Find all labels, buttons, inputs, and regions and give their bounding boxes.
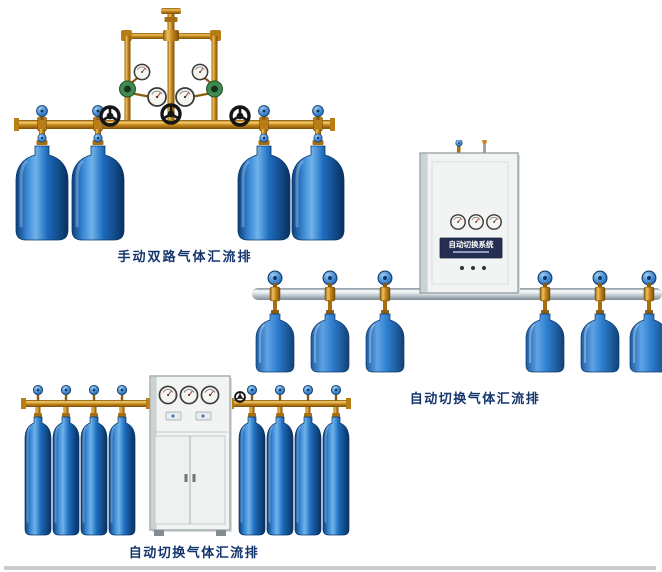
pressure-gauge: [147, 87, 167, 107]
cylinder-station: [579, 270, 621, 374]
cylinder-station: [24, 384, 52, 536]
cylinder-station: [294, 384, 322, 536]
pressure-gauge: [133, 63, 151, 81]
auto-switch-wall-illustration: 自动切换系统: [252, 140, 662, 374]
pressure-gauge: [158, 385, 178, 405]
pipe-valve-knob: [32, 384, 44, 396]
gas-cylinder: [628, 312, 662, 374]
gas-cylinder: [294, 416, 322, 536]
pipe-valve-knob: [258, 105, 270, 117]
gas-cylinder: [52, 416, 80, 536]
cylinder-station: [309, 270, 351, 374]
pipe-valve-knob: [312, 105, 324, 117]
cylinder-station: [266, 384, 294, 536]
cylinder-station: [524, 270, 566, 374]
pressure-gauge: [468, 214, 484, 230]
cylinder-station: [108, 384, 136, 536]
pipe-valve-knob: [60, 384, 72, 396]
pressure-gauge: [200, 385, 220, 405]
gas-cylinder: [322, 416, 350, 536]
gas-cylinder: [238, 416, 266, 536]
header-piping: [121, 8, 221, 120]
cylinder-station: [254, 270, 296, 374]
pipe-valve-knob: [377, 270, 393, 286]
cylinder-station: [14, 105, 70, 242]
pipe-valve-knob: [322, 270, 338, 286]
top-valve-knob: [455, 140, 463, 147]
pipe-valve-knob: [116, 384, 128, 396]
pipe-valve-knob: [88, 384, 100, 396]
cabinet-label: 自动切换系统: [449, 239, 494, 249]
pressure-gauge: [486, 214, 502, 230]
pipe-valve-knob: [246, 384, 258, 396]
gas-cylinder: [524, 312, 566, 374]
control-cabinet: 自动切换系统: [419, 140, 520, 295]
pressure-gauge: [450, 214, 466, 230]
cylinder-station: [238, 384, 266, 536]
cylinder-station: [364, 270, 406, 374]
gas-cylinder: [24, 416, 52, 536]
gas-cylinder: [108, 416, 136, 536]
cylinder-station: [80, 384, 108, 536]
gas-cylinder: [364, 312, 406, 374]
pipe-valve-knob: [302, 384, 314, 396]
pressure-regulator-right: [175, 63, 223, 107]
gas-cylinder: [266, 416, 294, 536]
cylinder-valve-knob: [37, 133, 47, 143]
cylinder-station: [628, 270, 662, 374]
pressure-regulator-left: [119, 63, 167, 107]
gas-cylinder: [579, 312, 621, 374]
manual-dual-manifold-illustration: [14, 8, 346, 242]
auto-switch-floor-illustration: [21, 375, 351, 536]
pipe-valve-knob: [274, 384, 286, 396]
pipe-valve-knob: [592, 270, 608, 286]
pipe-valve-knob: [267, 270, 283, 286]
product-caption-manual-dual: 手动双路气体汇流排: [117, 249, 253, 264]
cylinder-valve-knob: [93, 133, 103, 143]
gas-cylinder: [309, 312, 351, 374]
cylinder-station: [290, 105, 346, 242]
product-caption-auto-switch-floor: 自动切换气体汇流排: [128, 545, 260, 560]
pressure-gauge: [175, 87, 195, 107]
pipe-valve-knob: [641, 270, 657, 286]
pressure-gauge: [191, 63, 209, 81]
cylinder-station: [52, 384, 80, 536]
product-caption-auto-switch-wall: 自动切换气体汇流排: [409, 391, 541, 406]
pipe-valve-knob: [330, 384, 342, 396]
gas-cylinder: [254, 312, 296, 374]
regulator-body: [119, 80, 136, 98]
cylinder-station: [70, 105, 126, 242]
gas-cylinder: [80, 416, 108, 536]
gas-cylinder: [70, 144, 126, 242]
cylinder-station: [236, 105, 292, 242]
control-cabinet: [149, 375, 232, 536]
regulator-body: [206, 80, 223, 98]
pipe-valve-knob: [36, 105, 48, 117]
pipe-valve-knob: [537, 270, 553, 286]
cylinder-station: [322, 384, 350, 536]
bottom-divider: [4, 566, 656, 570]
pressure-gauge: [179, 385, 199, 405]
gas-cylinder: [14, 144, 70, 242]
